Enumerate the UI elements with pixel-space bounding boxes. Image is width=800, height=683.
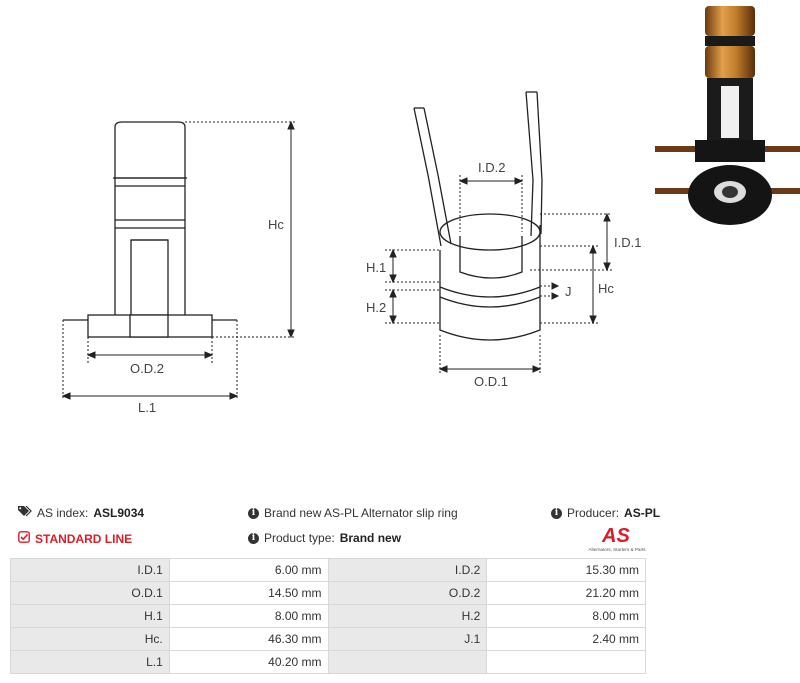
product-type-label: Product type: — [264, 531, 335, 545]
spec-label: Hc. — [10, 627, 170, 651]
ring-view-dimensions — [385, 175, 612, 375]
description-text: Brand new AS-PL Alternator slip ring — [264, 506, 458, 520]
dim-label-hc-right: Hc — [598, 281, 614, 296]
table-row: L.1 40.20 mm — [10, 650, 646, 674]
spec-value: 15.30 mm — [486, 558, 646, 582]
dim-label-id1: I.D.1 — [614, 235, 641, 250]
checkbox-checked-icon — [18, 531, 30, 546]
info-icon: i — [248, 507, 259, 519]
spec-value: 8.00 mm — [168, 604, 329, 628]
spec-value: 21.20 mm — [486, 581, 646, 605]
dim-label-j: J — [565, 284, 572, 299]
dim-label-id2: I.D.2 — [478, 160, 505, 175]
technical-drawing: Hc O.D.2 L.1 — [61, 91, 641, 415]
ring-view — [413, 91, 543, 341]
table-row: Hc. 46.30 mm J.1 2.40 mm — [10, 627, 646, 651]
table-row: H.1 8.00 mm H.2 8.00 mm — [10, 604, 646, 628]
standard-line: STANDARD LINE — [18, 531, 132, 546]
tags-icon — [18, 505, 32, 520]
producer-value: AS-PL — [624, 506, 661, 520]
dim-label-hc-left: Hc — [268, 217, 284, 232]
side-view — [63, 121, 237, 338]
description: i Brand new AS-PL Alternator slip ring — [248, 506, 458, 520]
spec-label: J.1 — [327, 627, 488, 651]
as-index: AS index: ASL9034 — [18, 505, 145, 520]
spec-label: O.D.1 — [10, 581, 170, 605]
logo-tagline: Alternators, Starters & Parts — [588, 547, 646, 552]
producer-label: Producer: — [567, 506, 620, 520]
info-icon: i — [248, 532, 259, 544]
spec-value: 2.40 mm — [486, 627, 646, 651]
spec-label: O.D.2 — [327, 581, 488, 605]
spec-label — [327, 650, 488, 674]
spec-label: I.D.1 — [10, 558, 170, 582]
spec-label: H.1 — [10, 604, 170, 628]
spec-value: 46.30 mm — [168, 627, 329, 651]
dim-label-od1: O.D.1 — [474, 374, 508, 389]
as-index-value: ASL9034 — [93, 506, 145, 520]
table-row: O.D.1 14.50 mm O.D.2 21.20 mm — [10, 581, 646, 605]
product-photo — [655, 0, 800, 240]
specs-table: I.D.1 6.00 mm I.D.2 15.30 mm O.D.1 14.50… — [10, 558, 646, 674]
spec-value: 40.20 mm — [168, 650, 329, 674]
standard-line-label: STANDARD LINE — [35, 531, 133, 546]
spec-value — [486, 650, 646, 674]
product-type-value: Brand new — [339, 531, 402, 545]
dim-label-od2: O.D.2 — [130, 361, 164, 376]
spec-value: 6.00 mm — [168, 558, 329, 582]
table-row: I.D.1 6.00 mm I.D.2 15.30 mm — [10, 558, 646, 582]
spec-label: H.2 — [327, 604, 488, 628]
spec-label: L.1 — [10, 650, 170, 674]
as-pl-logo: AS Alternators, Starters & Parts — [588, 525, 646, 552]
logo-text: AS — [601, 525, 630, 547]
as-index-label: AS index: — [37, 506, 89, 520]
spec-value: 14.50 mm — [168, 581, 329, 605]
info-icon: i — [551, 507, 562, 519]
dim-label-h2: H.2 — [366, 300, 386, 315]
dim-label-h1: H.1 — [366, 260, 386, 275]
dim-label-l1: L.1 — [138, 400, 156, 415]
side-view-dimensions — [62, 121, 296, 400]
producer: i Producer: AS-PL — [551, 506, 660, 520]
spec-label: I.D.2 — [327, 558, 488, 582]
spec-value: 8.00 mm — [486, 604, 646, 628]
product-info: AS index: ASL9034 STANDARD LINE i Brand … — [0, 500, 800, 560]
product-type: i Product type: Brand new — [248, 531, 401, 545]
